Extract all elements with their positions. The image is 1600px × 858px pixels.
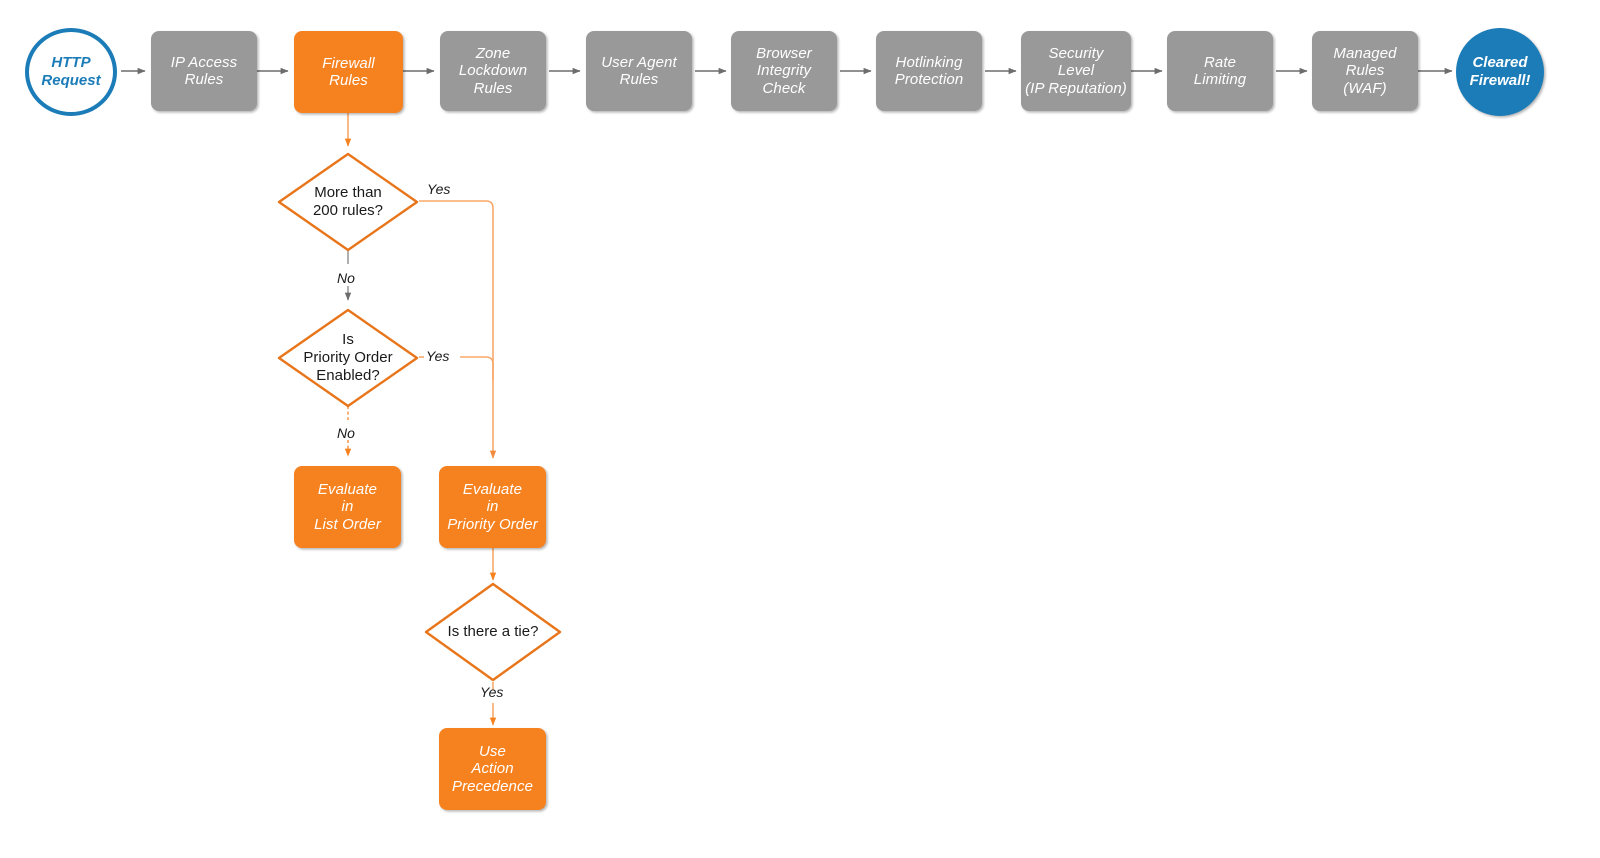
node-label-line: Rules bbox=[329, 72, 368, 89]
node-cleared-firewall[interactable]: Cleared Firewall! bbox=[1456, 28, 1544, 116]
node-label-line: Cleared bbox=[1472, 54, 1528, 72]
node-zone-lockdown-rules[interactable]: Zone Lockdown Rules bbox=[440, 31, 546, 111]
node-security-level[interactable]: Security Level (IP Reputation) bbox=[1021, 31, 1131, 111]
node-label-line: Rules bbox=[1345, 62, 1385, 80]
node-label-line: Browser bbox=[756, 44, 812, 62]
edge-label-rules-yes: Yes bbox=[427, 181, 451, 197]
node-rate-limiting[interactable]: Rate Limiting bbox=[1167, 31, 1273, 111]
node-label-line: Is there a tie? bbox=[447, 623, 539, 641]
node-ip-access-rules[interactable]: IP Access Rules bbox=[151, 31, 257, 111]
node-user-agent-rules[interactable]: User Agent Rules bbox=[586, 31, 692, 111]
node-label-line: in bbox=[486, 498, 499, 516]
node-label-line: in bbox=[341, 498, 354, 516]
node-managed-rules-waf[interactable]: Managed Rules (WAF) bbox=[1312, 31, 1418, 111]
node-label-line: Evaluate bbox=[317, 480, 378, 498]
node-label-line: 200 rules? bbox=[312, 202, 384, 219]
node-label-line: Action bbox=[471, 760, 514, 778]
diamond-shape bbox=[277, 308, 419, 408]
node-browser-integrity-check[interactable]: Browser Integrity Check bbox=[731, 31, 837, 111]
node-http-request[interactable]: HTTP Request bbox=[25, 28, 117, 116]
node-label-line: Evaluate bbox=[462, 480, 523, 498]
node-label-line: Priority Order bbox=[447, 515, 538, 533]
edge-label-priority-no: No bbox=[337, 425, 355, 441]
node-label-line: HTTP bbox=[51, 54, 91, 72]
node-label-line: Enabled? bbox=[316, 366, 380, 384]
edge-label-tie-yes: Yes bbox=[480, 684, 504, 700]
action-use-action-precedence[interactable]: Use Action Precedence bbox=[439, 728, 546, 810]
action-evaluate-in-list-order[interactable]: Evaluate in List Order bbox=[294, 466, 401, 548]
node-label-line: Firewall! bbox=[1469, 72, 1531, 89]
decision-is-there-a-tie[interactable]: Is there a tie? bbox=[424, 582, 562, 682]
node-label-line: User Agent bbox=[601, 53, 677, 71]
decision-is-priority-order-enabled[interactable]: Is Priority Order Enabled? bbox=[277, 308, 419, 408]
edge-rules-yes bbox=[419, 200, 497, 459]
node-label-line: Precedence bbox=[451, 777, 534, 795]
node-label-line: IP Access bbox=[170, 53, 238, 71]
node-firewall-rules[interactable]: Firewall Rules bbox=[294, 31, 403, 113]
node-label-line: More than bbox=[314, 184, 382, 202]
node-label-line: Lockdown bbox=[458, 62, 528, 80]
node-label-line: Rate bbox=[1203, 53, 1237, 71]
node-label-line: Rules bbox=[184, 71, 224, 88]
node-hotlinking-protection[interactable]: Hotlinking Protection bbox=[876, 31, 982, 111]
node-label-line: Is bbox=[342, 331, 354, 349]
node-label-line: Check bbox=[762, 79, 806, 97]
node-label-line: Security bbox=[1048, 44, 1104, 62]
node-label-line: (IP Reputation) bbox=[1025, 79, 1127, 97]
node-label-line: Integrity bbox=[756, 62, 812, 80]
edge-label-priority-yes: Yes bbox=[426, 348, 450, 364]
diamond-shape bbox=[277, 152, 419, 252]
diamond-shape bbox=[424, 582, 562, 682]
node-label-line: Priority Order bbox=[303, 349, 393, 367]
node-label-line: Hotlinking bbox=[895, 53, 963, 71]
node-label-line: Protection bbox=[894, 71, 964, 88]
node-label-line: (WAF) bbox=[1343, 79, 1387, 97]
node-label-line: Rules bbox=[473, 79, 513, 97]
action-evaluate-in-priority-order[interactable]: Evaluate in Priority Order bbox=[439, 466, 546, 548]
decision-more-than-200-rules[interactable]: More than 200 rules? bbox=[277, 152, 419, 252]
node-label-line: List Order bbox=[314, 515, 381, 533]
node-label-line: Use bbox=[479, 742, 506, 760]
node-label-line: Rules bbox=[619, 71, 659, 88]
node-label-line: Limiting bbox=[1193, 71, 1247, 88]
node-label-line: Managed bbox=[1333, 44, 1397, 62]
edge-label-rules-no: No bbox=[337, 270, 355, 286]
node-label-line: Firewall bbox=[322, 54, 375, 72]
node-label-line: Level bbox=[1057, 62, 1095, 80]
node-label-line: Request bbox=[41, 72, 101, 89]
node-label-line: Zone bbox=[475, 44, 511, 62]
